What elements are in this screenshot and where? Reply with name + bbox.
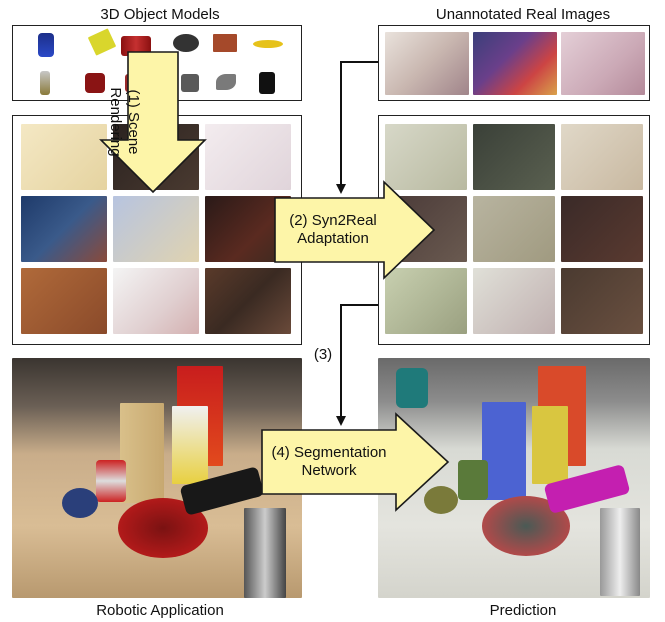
- object-mug-red: [85, 73, 105, 93]
- adapted-scene-6: [561, 196, 643, 262]
- adapted-scene-5: [473, 196, 555, 262]
- synthetic-scene-3: [205, 124, 291, 190]
- synthetic-scene-5: [113, 196, 199, 262]
- photo-robot-gripper: [244, 508, 286, 598]
- segmentation-arrow: [261, 412, 450, 512]
- adapted-grid-panel: [378, 115, 650, 345]
- photo-sugar-box: [172, 406, 208, 484]
- prediction-mask-can: [458, 460, 488, 500]
- segmentation-line-1: (4) Segmentation: [271, 444, 387, 461]
- step3-arrowhead: [336, 416, 346, 426]
- syn2real-arrow: [274, 180, 436, 280]
- object-can-blue: [38, 33, 54, 57]
- real-image-1: [385, 32, 469, 95]
- object-models-title: 3D Object Models: [100, 6, 220, 23]
- object-banana: [253, 40, 283, 48]
- object-bottle: [40, 71, 50, 95]
- real-image-2: [473, 32, 557, 95]
- prediction-mask-tuna: [424, 486, 458, 514]
- photo-tuna-can: [62, 488, 98, 518]
- scene-rendering-line-1: (1) Scene: [125, 89, 142, 155]
- syn2real-line-1: (2) Syn2Real: [289, 212, 377, 229]
- adapted-scene-8: [473, 268, 555, 334]
- object-bowl-dark: [173, 34, 199, 52]
- prediction-mask-sugar: [532, 406, 568, 484]
- adapted-scene-7: [385, 268, 467, 334]
- robotic-application-photo: [12, 358, 302, 598]
- synthetic-scene-1: [21, 124, 107, 190]
- adapted-scene-3: [561, 124, 643, 190]
- prediction-photo: [378, 358, 650, 598]
- synthetic-scene-8: [113, 268, 199, 334]
- object-clamp-black: [259, 72, 275, 94]
- real-images-title: Unannotated Real Images: [435, 6, 611, 23]
- adapted-scene-2: [473, 124, 555, 190]
- real-to-adapt-arrowhead: [336, 184, 346, 194]
- real-images-panel: [378, 25, 650, 101]
- adapted-scene-1: [385, 124, 467, 190]
- syn2real-label: (2) Syn2Real Adaptation: [278, 212, 388, 248]
- segmentation-label: (4) Segmentation Network: [264, 444, 394, 480]
- object-scissors: [216, 74, 236, 90]
- object-box-can: [213, 34, 237, 52]
- object-clamp-small: [181, 74, 199, 92]
- object-can-red: [121, 36, 151, 56]
- syn2real-line-2: Adaptation: [297, 230, 369, 247]
- synthetic-scene-4: [21, 196, 107, 262]
- scene-rendering-arrow: [99, 51, 207, 194]
- adapted-scene-9: [561, 268, 643, 334]
- real-image-3: [561, 32, 645, 95]
- scene-rendering-line-2: Rendering: [107, 87, 124, 157]
- robotic-application-title: Robotic Application: [96, 602, 224, 619]
- photo-soup-can: [96, 460, 126, 502]
- synthetic-scene-9: [205, 268, 291, 334]
- segmentation-line-2: Network: [301, 462, 357, 479]
- real-to-adapt-connector: [340, 61, 378, 186]
- synthetic-scene-7: [21, 268, 107, 334]
- prediction-title: Prediction: [489, 602, 557, 619]
- step3-label: (3): [313, 346, 333, 363]
- photo-wood-block: [120, 403, 164, 503]
- prediction-mask-teal: [396, 368, 428, 408]
- prediction-mask-blue-block: [482, 402, 526, 500]
- step3-connector: [340, 304, 378, 418]
- prediction-mask-gripper: [600, 508, 640, 596]
